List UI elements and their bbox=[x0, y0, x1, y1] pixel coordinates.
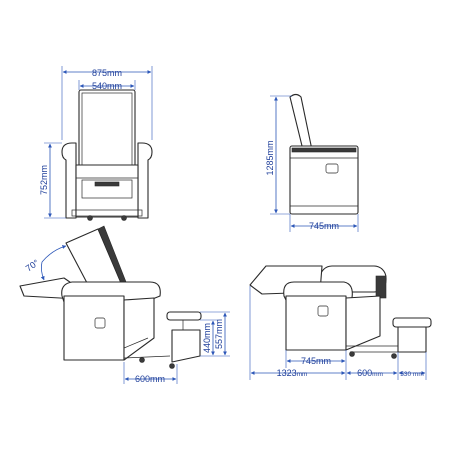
front-wheel-left bbox=[87, 215, 93, 221]
reclined-footrest-top bbox=[166, 311, 202, 321]
reclined-body bbox=[63, 295, 125, 361]
dim-side-depth: 745mm bbox=[309, 221, 339, 231]
dim-flat-chair-depth: 745mm bbox=[301, 356, 331, 366]
dim-footrest-width: 600mm bbox=[135, 374, 165, 384]
dim-flat-footrest-length-unit: mm bbox=[372, 371, 383, 378]
flat-body bbox=[285, 295, 347, 351]
dim-flat-total-length-value: 1323 bbox=[277, 368, 297, 378]
dim-flat-footrest-length: 600mm bbox=[357, 368, 383, 378]
front-drawer-handle bbox=[94, 181, 120, 187]
dim-front-overall-width: 875mm bbox=[92, 68, 122, 78]
side-seat bbox=[289, 145, 359, 215]
side-cushion bbox=[291, 147, 357, 153]
dim-footrest-max-height: 557mm bbox=[214, 319, 224, 349]
dim-front-inner-width: 540mm bbox=[92, 81, 122, 91]
flat-control-panel bbox=[317, 305, 329, 317]
front-right-arm bbox=[137, 142, 153, 219]
dim-front-seat-height: 752mm bbox=[39, 165, 49, 195]
dim-flat-total-length-unit: mm bbox=[297, 371, 308, 378]
dim-flat-footrest-length-value: 600 bbox=[357, 368, 372, 378]
front-view: 875mm 540mm 752mm bbox=[39, 66, 153, 221]
dim-flat-total-length: 1323mm bbox=[277, 368, 308, 378]
dim-recline-angle: 70° bbox=[24, 257, 41, 273]
flat-footrest-box bbox=[397, 326, 427, 353]
front-drawer bbox=[81, 179, 133, 199]
reclined-control-panel bbox=[94, 317, 106, 329]
flat-view: 745mm 1323mm 600mm 530 mm bbox=[249, 265, 432, 380]
front-wheel-right bbox=[121, 215, 127, 221]
dim-flat-footrest-end: 530 mm bbox=[400, 371, 423, 378]
side-control-panel bbox=[325, 163, 339, 174]
flat-footrest-top bbox=[392, 317, 432, 328]
dim-footrest-height: 440mm bbox=[202, 323, 212, 353]
dim-side-total-height: 1285mm bbox=[265, 140, 275, 175]
side-backrest bbox=[289, 93, 313, 151]
front-seat bbox=[75, 164, 139, 218]
side-view: 1285mm 745mm bbox=[265, 93, 359, 232]
front-backrest bbox=[78, 89, 136, 169]
reclined-footrest-box bbox=[171, 329, 201, 363]
reclined-view: 70° 440mm 557mm 600mm bbox=[19, 225, 230, 384]
front-left-arm bbox=[61, 142, 77, 219]
